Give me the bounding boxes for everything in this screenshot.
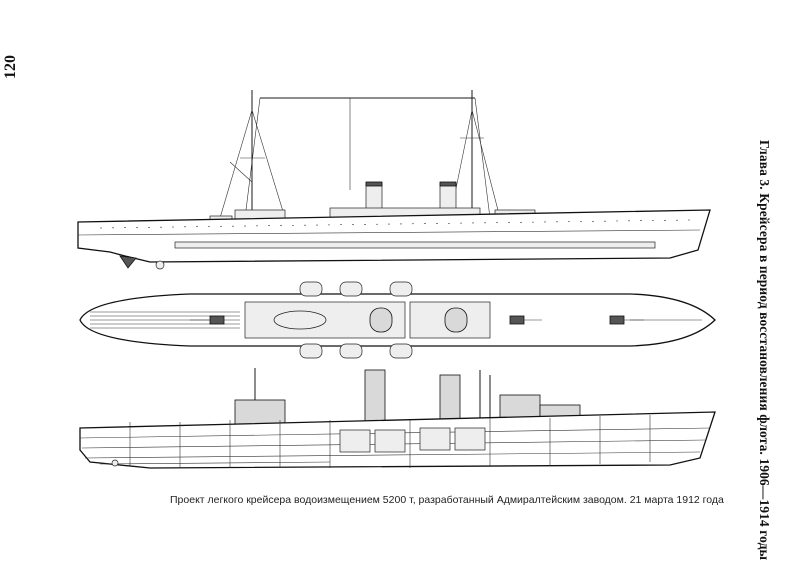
ship-drawing <box>77 90 716 469</box>
running-head: Глава 3. Крейсера в период восстановлени… <box>757 140 772 561</box>
plan-view <box>79 281 716 359</box>
boat-deck <box>299 281 413 359</box>
figure-caption: Проект легкого крейсера водоизмещением 5… <box>170 494 724 506</box>
foremast <box>219 90 286 220</box>
mainmast <box>449 90 501 220</box>
page-number: 120 <box>2 55 19 79</box>
side-elevation-view <box>77 90 711 270</box>
inboard-profile-view <box>79 368 716 469</box>
